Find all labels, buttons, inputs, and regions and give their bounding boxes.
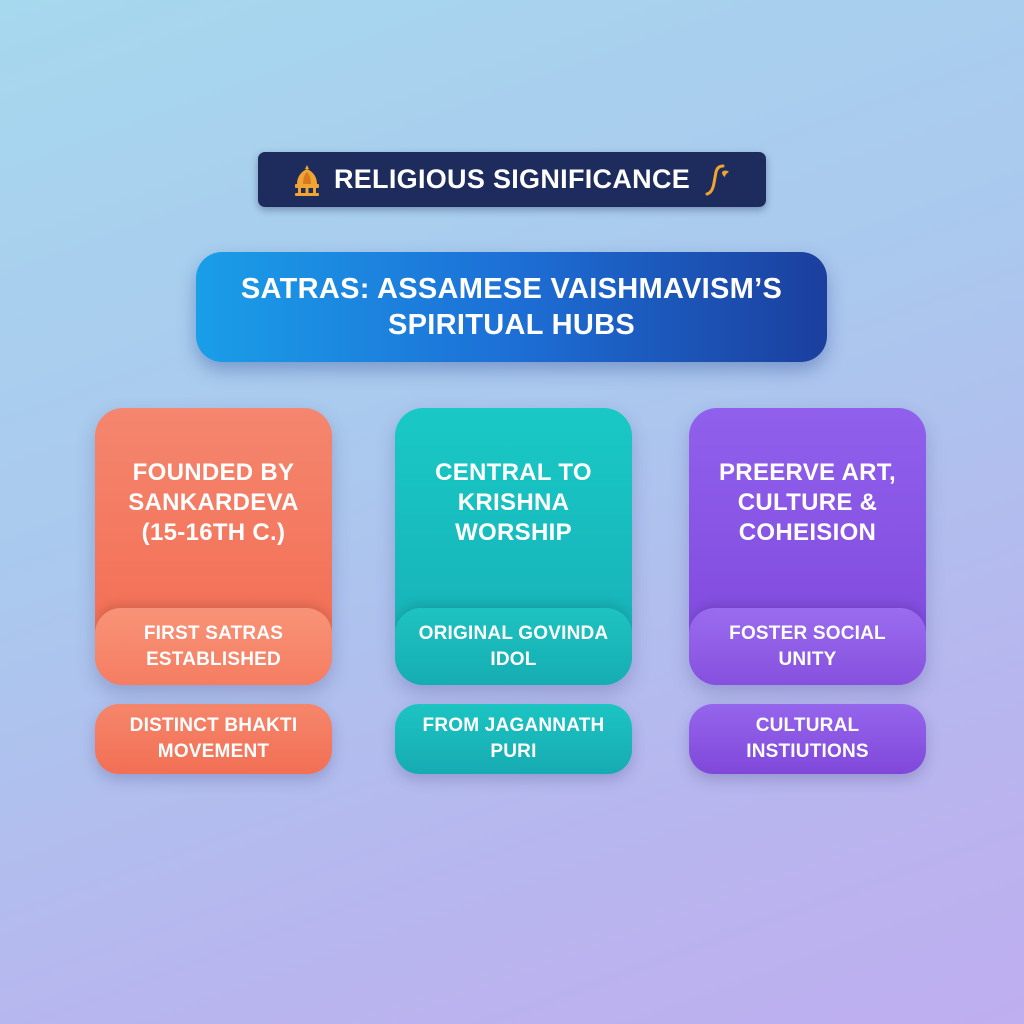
flute-icon (705, 164, 730, 195)
column-pill-founding: DISTINCT BHAKTI MOVEMENT (95, 704, 332, 774)
card-subtitle: FIRST SATRAS ESTABLISHED (95, 608, 332, 685)
main-title: SATRAS: ASSAMESE VAISHMAVISM’S SPIRITUAL… (240, 273, 783, 341)
column-pill-worship: FROM JAGANNATH PURI (395, 704, 632, 774)
card-subtitle: FOSTER SOCIAL UNITY (689, 608, 926, 685)
main-title-box: SATRAS: ASSAMESE VAISHMAVISM’S SPIRITUAL… (196, 252, 827, 362)
card-subtitle: ORIGINAL GOVINDA IDOL (395, 608, 632, 685)
card-title: FOUNDED BY SANKARDEVA (15-16TH C.) (128, 459, 299, 546)
column-card-culture: PREERVE ART, CULTURE & COHEISION FOSTER … (689, 408, 926, 685)
card-title: PREERVE ART, CULTURE & COHEISION (719, 459, 896, 546)
card-title: CENTRAL TO KRISHNA WORSHIP (435, 459, 592, 546)
column-pill-culture: CULTURAL INSTIUTIONS (689, 704, 926, 774)
column-card-founding: FOUNDED BY SANKARDEVA (15-16TH C.) FIRST… (95, 408, 332, 685)
badge-title: RELIGIOUS SIGNIFICANCE (333, 164, 691, 194)
column-card-worship: CENTRAL TO KRISHNA WORSHIP ORIGINAL GOVI… (395, 408, 632, 685)
temple-icon (294, 164, 319, 196)
header-badge: RELIGIOUS SIGNIFICANCE (258, 152, 766, 207)
